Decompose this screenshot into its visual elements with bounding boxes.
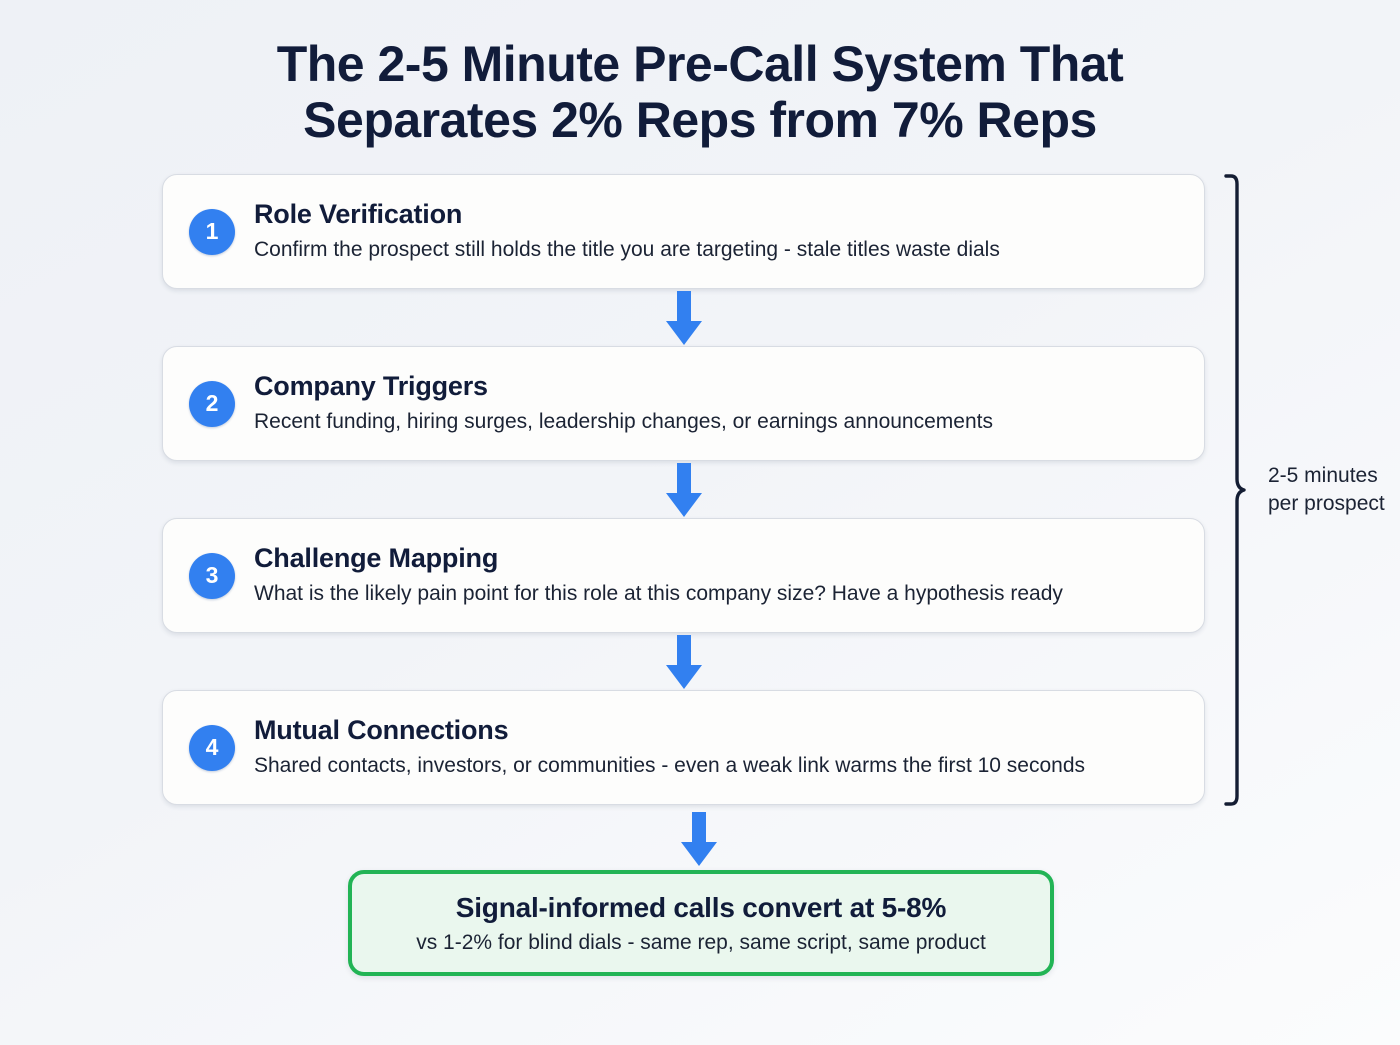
arrow-down-icon — [665, 291, 702, 345]
step-title-1: Role Verification — [254, 199, 463, 230]
step-number-badge-4: 4 — [189, 724, 235, 771]
steps-flow: 1 Role Verification Confirm the prospect… — [162, 174, 1205, 805]
step-card-1[interactable]: 1 Role Verification Confirm the prospect… — [162, 174, 1205, 289]
step-title-3: Challenge Mapping — [254, 543, 499, 574]
duration-bracket — [1224, 174, 1246, 806]
page-title-line-1: The 2-5 Minute Pre-Call System That — [276, 36, 1124, 92]
arrow-down-icon-final — [681, 812, 717, 866]
step-text-2: Company Triggers Recent funding, hiring … — [254, 371, 993, 435]
duration-bracket-label: 2-5 minutes per prospect — [1268, 462, 1385, 517]
step-connector-2-3 — [162, 461, 1205, 518]
result-headline: Signal-informed calls convert at 5-8% — [455, 891, 947, 923]
step-number-badge-2: 2 — [189, 380, 235, 427]
arrow-down-icon — [665, 635, 702, 689]
step-number-badge-1: 1 — [189, 208, 235, 255]
step-text-3: Challenge Mapping What is the likely pai… — [254, 543, 1063, 607]
step-card-2[interactable]: 2 Company Triggers Recent funding, hirin… — [162, 346, 1205, 461]
step-text-4: Mutual Connections Shared contacts, inve… — [254, 715, 1085, 779]
step-description-4: Shared contacts, investors, or communiti… — [254, 754, 1086, 778]
step-title-2: Company Triggers — [254, 371, 488, 402]
duration-label-line-1: 2-5 minutes — [1268, 464, 1378, 487]
step-text-1: Role Verification Confirm the prospect s… — [254, 199, 1000, 263]
page-title: The 2-5 Minute Pre-Call System That Sepa… — [0, 36, 1400, 148]
step-card-4[interactable]: 4 Mutual Connections Shared contacts, in… — [162, 690, 1205, 805]
step-description-2: Recent funding, hiring surges, leadershi… — [254, 410, 993, 434]
step-description-1: Confirm the prospect still holds the tit… — [254, 238, 1000, 262]
step-description-3: What is the likely pain point for this r… — [254, 582, 1063, 606]
arrow-down-icon — [665, 463, 702, 517]
step-number-badge-3: 3 — [189, 552, 235, 599]
step-connector-1-2 — [162, 289, 1205, 346]
duration-label-line-2: per prospect — [1268, 491, 1385, 515]
step-connector-3-4 — [162, 633, 1205, 690]
page-title-line-2: Separates 2% Reps from 7% Reps — [303, 92, 1097, 148]
result-subline: vs 1-2% for blind dials - same rep, same… — [416, 930, 986, 954]
step-card-3[interactable]: 3 Challenge Mapping What is the likely p… — [162, 518, 1205, 633]
result-callout-box[interactable]: Signal-informed calls convert at 5-8% vs… — [348, 870, 1054, 976]
step-title-4: Mutual Connections — [254, 715, 509, 746]
